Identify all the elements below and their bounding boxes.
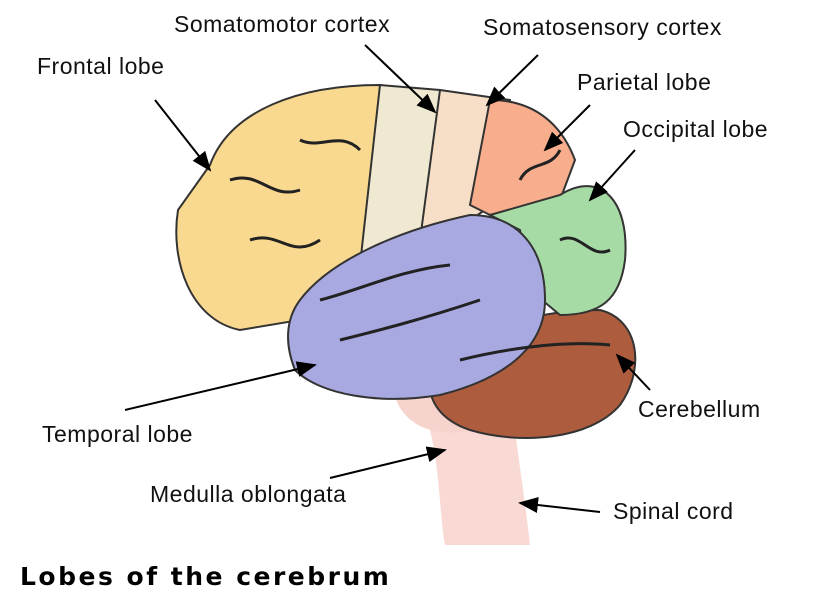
label-occipital-lobe: Occipital lobe: [623, 116, 769, 142]
label-frontal-lobe: Frontal lobe: [37, 53, 165, 79]
label-spinal-cord: Spinal cord: [613, 498, 734, 524]
spinal-cord: [430, 430, 530, 545]
label-medulla-oblongata: Medulla oblongata: [150, 481, 347, 507]
diagram-title: Lobes of the cerebrum: [20, 562, 392, 591]
label-temporal-lobe: Temporal lobe: [42, 421, 193, 447]
label-parietal-lobe: Parietal lobe: [577, 69, 712, 95]
label-somatomotor-cortex: Somatomotor cortex: [174, 11, 391, 37]
occipital-lobe: [487, 185, 627, 317]
label-cerebellum: Cerebellum: [638, 396, 761, 422]
pointer-arrows: [124, 44, 651, 513]
sulci: [229, 138, 611, 362]
label-somatosensory-cortex: Somatosensory cortex: [483, 14, 722, 40]
